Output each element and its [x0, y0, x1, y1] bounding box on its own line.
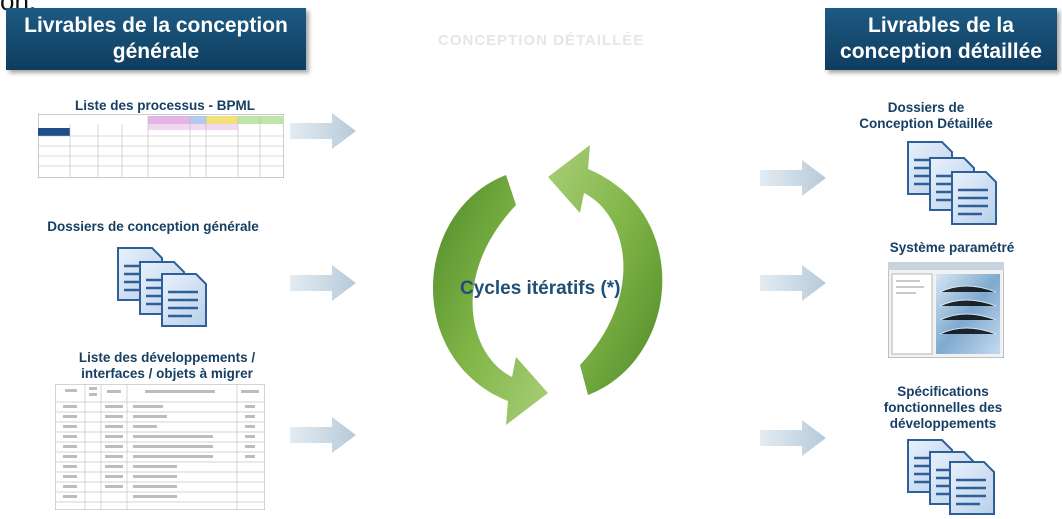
- right-item-dossiers-line2: Conception Détaillée: [859, 116, 993, 131]
- left-item-developpements-label: Liste des développements / interfaces / …: [36, 350, 298, 382]
- block-arrow-icon: [760, 265, 826, 301]
- right-header-line1: Livrables de la: [868, 14, 1014, 37]
- left-item-developpements-line1: Liste des développements /: [78, 350, 256, 365]
- right-header-line2: conception détaillée: [840, 40, 1042, 63]
- left-item-bpml-label: Liste des processus - BPML: [74, 98, 256, 113]
- bpml-spreadsheet-thumbnail: [38, 114, 284, 178]
- document-stack-icon: [117, 247, 207, 327]
- cycle-arrow-icon: [432, 145, 663, 425]
- block-arrow-icon: [290, 417, 356, 453]
- right-header: Livrables de la conception détaillée: [825, 8, 1057, 70]
- left-item-developpements-line2: interfaces / objets à migrer: [81, 366, 253, 381]
- right-item-specifications-line3: développements: [889, 416, 997, 431]
- center-label: Cycles itératifs (*): [460, 278, 621, 299]
- document-stack-icon: [907, 141, 997, 225]
- right-item-specifications-line1: Spécifications: [897, 384, 989, 399]
- right-item-specifications: Spécifications fonctionnelles des dévelo…: [848, 384, 1038, 432]
- block-arrow-icon: [760, 160, 826, 196]
- right-item-systeme-label: Système paramétré: [889, 240, 1015, 255]
- left-header: Livrables de la conception générale: [6, 8, 306, 70]
- right-item-dossiers: Dossiers de Conception Détaillée: [836, 100, 1016, 132]
- left-item-dossiers-label: Dossiers de conception générale: [47, 219, 259, 234]
- faded-title: CONCEPTION DÉTAILLÉE: [438, 32, 645, 49]
- block-arrow-icon: [760, 420, 826, 456]
- left-header-line2: générale: [112, 40, 200, 63]
- block-arrow-icon: [290, 265, 356, 301]
- right-item-specifications-line2: fonctionnelles des: [883, 400, 1003, 415]
- developments-table-thumbnail: [55, 384, 265, 510]
- block-arrow-icon: [290, 113, 356, 149]
- right-item-dossiers-line1: Dossiers de: [887, 100, 965, 115]
- screenshot-thumbnail: [888, 262, 1004, 358]
- document-stack-icon: [907, 439, 995, 515]
- left-header-line1: Livrables de la conception: [24, 14, 288, 37]
